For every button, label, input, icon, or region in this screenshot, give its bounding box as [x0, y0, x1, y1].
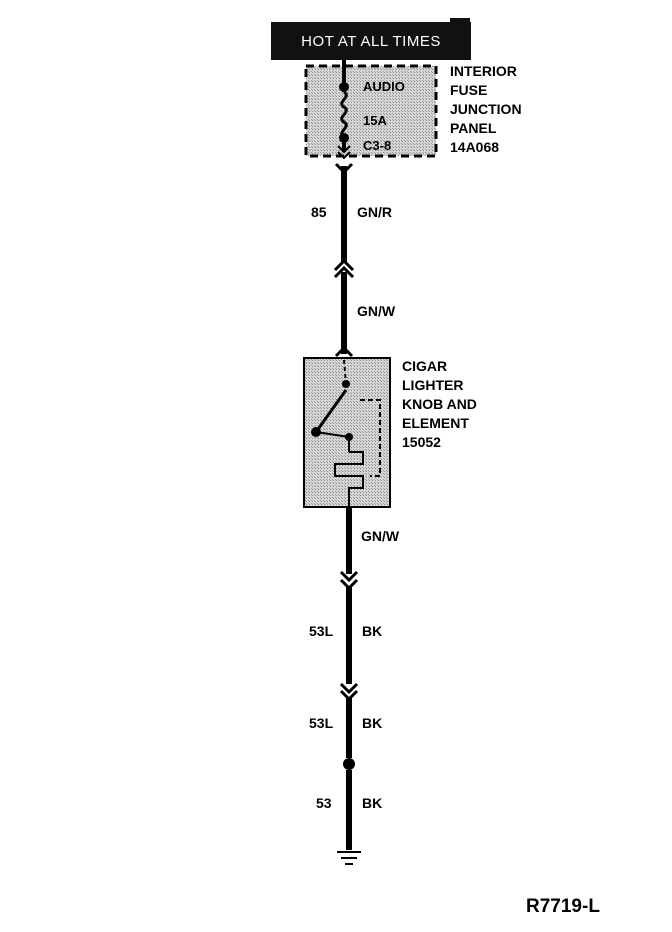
wire-color-label: BK: [362, 795, 382, 811]
fuse-panel-part-number: 14A068: [450, 139, 499, 155]
fuse-rating-label: 15A: [363, 113, 387, 128]
fuse-panel-name-line-1: INTERIOR: [450, 63, 517, 79]
cigar-lighter-name: CIGAR LIGHTER KNOB AND ELEMENT 15052: [402, 358, 477, 450]
wire-segment-gn-w-lower: [339, 507, 359, 583]
hot-at-all-times-banner: HOT AT ALL TIMES: [271, 18, 471, 60]
cigar-lighter-part-number: 15052: [402, 434, 441, 450]
wire-color-label: GN/W: [357, 303, 396, 319]
wire-circuit-label: 53L: [309, 623, 334, 639]
cigar-lighter-name-line-4: ELEMENT: [402, 415, 469, 431]
interior-fuse-junction-panel: AUDIO 15A C3-8: [304, 60, 438, 160]
wire-segment-53l-lower: [343, 697, 355, 770]
fuse-panel-name-line-2: FUSE: [450, 82, 487, 98]
fuse-panel-name: INTERIOR FUSE JUNCTION PANEL 14A068: [450, 63, 522, 155]
wire-color-label: BK: [362, 715, 382, 731]
wire-circuit-label: 85: [311, 204, 327, 220]
fuse-name-label: AUDIO: [363, 79, 405, 94]
ground-icon: [337, 851, 361, 865]
cigar-lighter-component: [303, 357, 391, 508]
wire-segment-gn-w-upper: [334, 272, 354, 358]
fuse-panel-name-line-3: JUNCTION: [450, 101, 522, 117]
wire-color-label: GN/W: [361, 528, 400, 544]
cigar-lighter-name-line-3: KNOB AND: [402, 396, 477, 412]
wire-color-label: GN/R: [357, 204, 392, 220]
wire-circuit-label: 53: [316, 795, 332, 811]
cigar-lighter-name-line-1: CIGAR: [402, 358, 447, 374]
wire-color-label: BK: [362, 623, 382, 639]
fuse-panel-name-line-4: PANEL: [450, 120, 497, 136]
in-line-connector: [333, 258, 355, 279]
wire-segment-53l-upper: [339, 586, 359, 702]
wire-circuit-label: 53L: [309, 715, 334, 731]
figure-id: R7719-L: [526, 896, 600, 917]
fuse-symbol: [337, 60, 351, 160]
banner-text: HOT AT ALL TIMES: [301, 33, 441, 50]
cigar-lighter-name-line-2: LIGHTER: [402, 377, 463, 393]
fuse-connector-label: C3-8: [363, 138, 391, 153]
wire-segment-85: [334, 162, 354, 262]
